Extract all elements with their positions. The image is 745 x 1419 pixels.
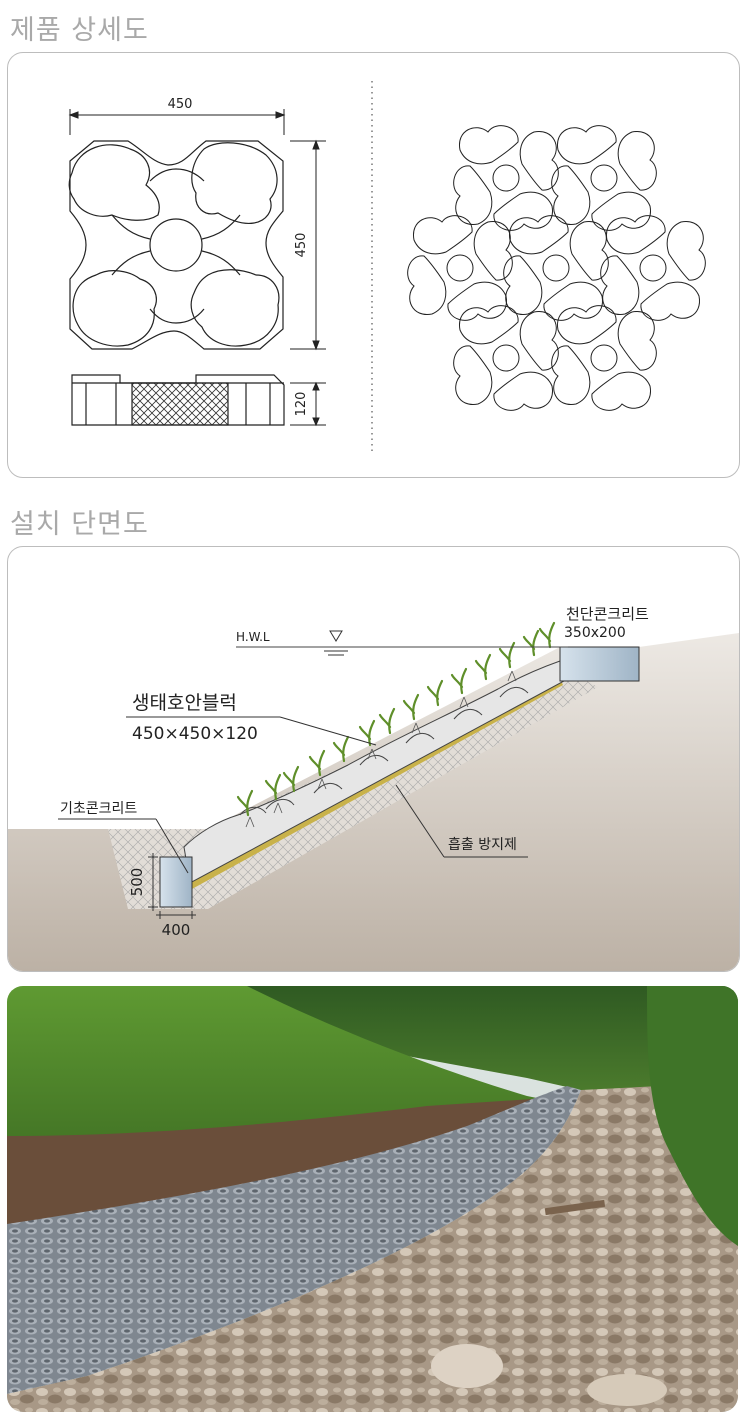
base-concrete-leader: [155, 818, 189, 874]
heading-install-section: 설치 단면도: [10, 509, 149, 540]
thickness-dimension: [290, 381, 326, 427]
anti-suction-label: 흡출 방지제: [448, 837, 517, 853]
plant-roots: [245, 670, 517, 828]
block-plan-view: [68, 140, 284, 350]
width-label: 450: [168, 97, 193, 112]
product-detail-drawing: 450 450 120: [68, 81, 706, 453]
plants: [236, 621, 556, 817]
install-section-drawing: H.W.L 천단콘크리트 350x200 생태호안블럭 450×450×120 …: [8, 605, 739, 971]
install-section-panel: H.W.L 천단콘크리트 350x200 생태호안블럭 450×450×120 …: [7, 546, 740, 972]
top-concrete-label: 천단콘크리트: [566, 605, 649, 623]
base-height-label: 500: [128, 868, 146, 897]
top-concrete-size: 350x200: [564, 625, 626, 641]
hwl-label: H.W.L: [236, 630, 270, 644]
base-dimensions: [148, 853, 196, 919]
heading-product-detail: 제품 상세도: [10, 15, 149, 46]
block-leader: [279, 716, 377, 746]
base-width-label: 400: [162, 921, 191, 939]
site-photo-drawing: [7, 986, 738, 1412]
product-detail-panel: 450 450 120: [7, 52, 740, 478]
site-photo: [7, 986, 738, 1412]
width-dimension: [68, 109, 286, 135]
top-concrete: [559, 646, 640, 682]
block-size-label: 450×450×120: [132, 724, 258, 744]
height-dimension: [290, 139, 326, 351]
thickness-label: 120: [294, 392, 309, 417]
base-concrete: [159, 856, 193, 908]
revetment-blocks: [7, 1086, 581, 1394]
block-slope: [183, 660, 565, 884]
height-label: 450: [294, 233, 309, 258]
block-bumps: [239, 687, 529, 816]
base-concrete-label: 기초콘크리트: [60, 801, 137, 817]
block-label: 생태호안블럭: [132, 692, 237, 714]
block-assembly-plan: [407, 125, 706, 411]
block-side-view: [71, 374, 285, 426]
water-level-symbol: [324, 630, 348, 656]
anti-suction-leader: [395, 784, 445, 858]
